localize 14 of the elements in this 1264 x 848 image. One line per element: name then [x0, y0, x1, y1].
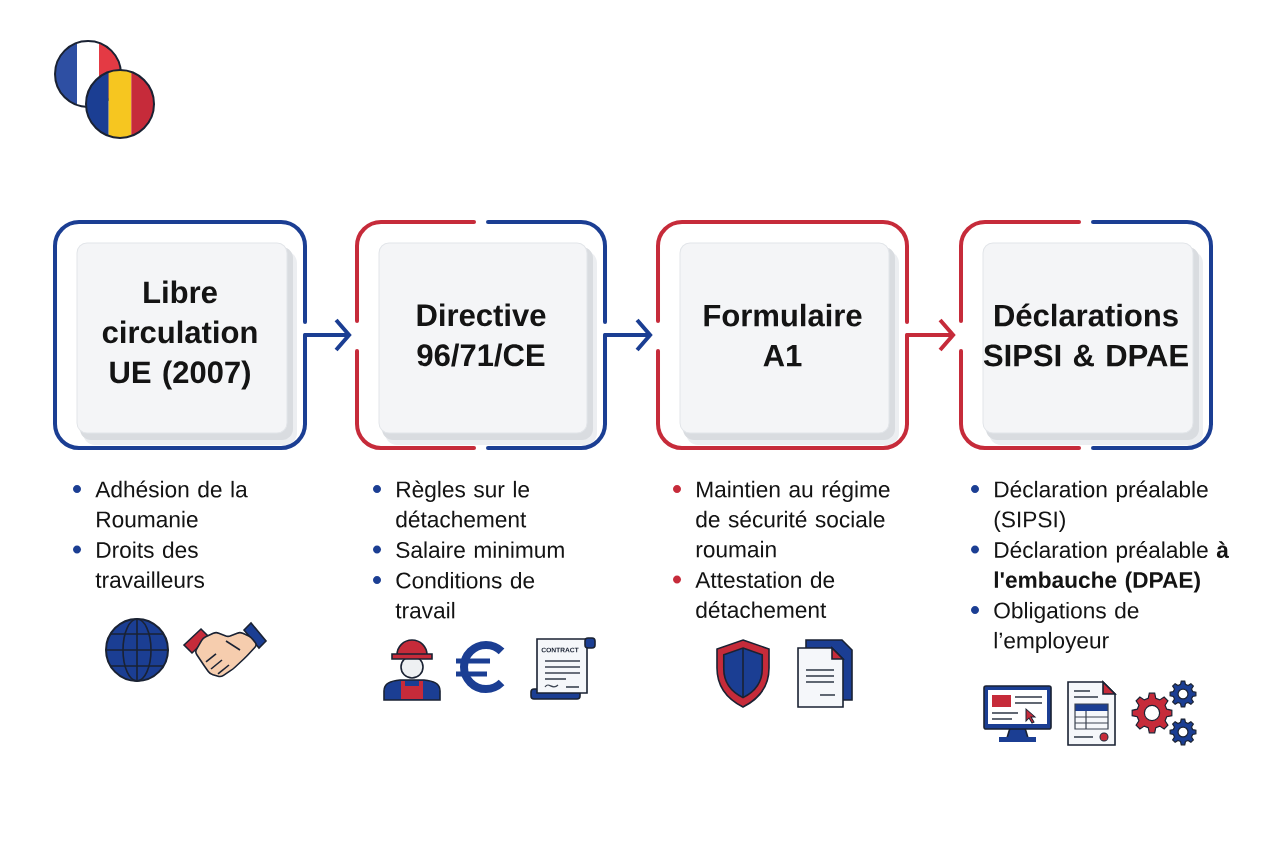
bullet-text: Conditions de travail — [395, 571, 535, 619]
bullet-text: Règles sur le détachement — [396, 480, 530, 528]
bullet-text: Droits des travailleurs — [95, 541, 205, 588]
step-box: Formulaire A1 — [656, 220, 909, 450]
bullet-text: Obligations de l’employeur — [994, 601, 1139, 654]
bullet-text: Adhésion de la Roumanie — [95, 480, 248, 528]
bullet-text: Déclaration préalable à l'embauche (DPAE) — [994, 541, 1229, 593]
step-box: Libre circulation UE (2007) — [53, 220, 307, 450]
bullet-text: Salaire minimum — [396, 541, 564, 558]
bullet-text: Déclaration préalable (SIPSI) — [994, 480, 1208, 532]
step-box: Déclarations SIPSI & DPAE — [959, 220, 1213, 450]
bullet-text: Attestation de détachement — [695, 571, 835, 619]
step-box: Directive 96/71/CE — [355, 220, 607, 450]
bullet-text: Maintien au régime de sécurité sociale roumain — [696, 480, 890, 558]
